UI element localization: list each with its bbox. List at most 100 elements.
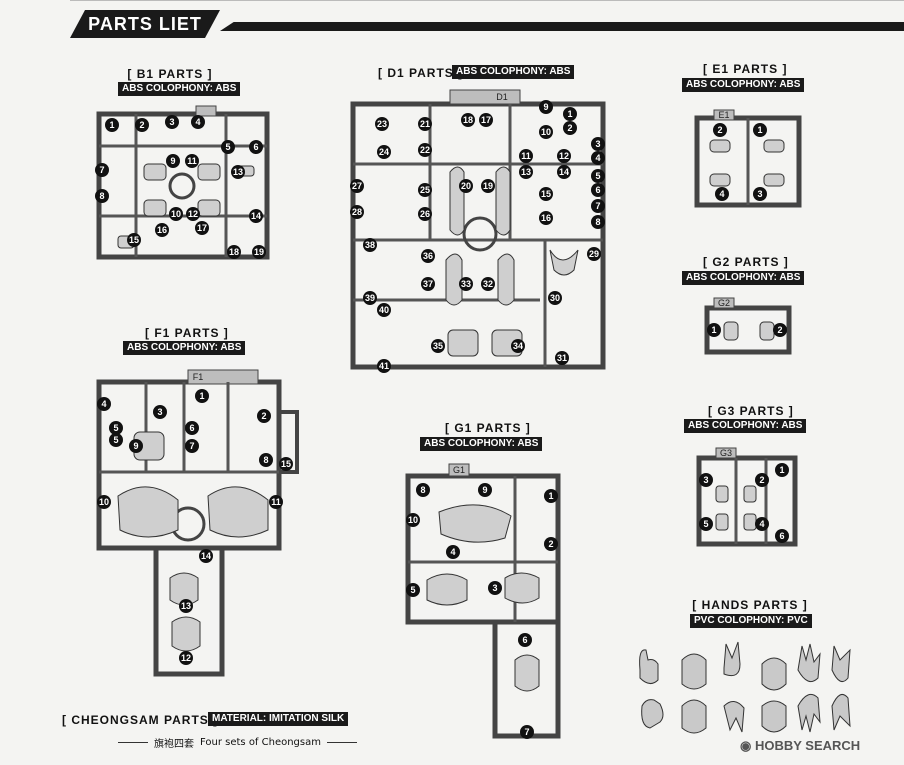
header-bar: PARTS LIET (70, 0, 904, 38)
d1-title: [ D1 PARTS ] (378, 66, 462, 80)
b1-material: ABS COLOPHONY: ABS (118, 82, 241, 96)
svg-text:25: 25 (420, 185, 430, 195)
e1-material: ABS COLOPHONY: ABS (682, 78, 805, 92)
svg-text:37: 37 (423, 279, 433, 289)
svg-text:3: 3 (757, 189, 762, 199)
svg-text:38: 38 (365, 240, 375, 250)
watermark: ◉ HOBBY SEARCH (740, 738, 860, 754)
hands-parts-illustration (639, 641, 851, 734)
svg-text:41: 41 (379, 361, 389, 371)
svg-text:5: 5 (703, 519, 708, 529)
svg-text:10: 10 (171, 209, 181, 219)
svg-text:14: 14 (251, 211, 261, 221)
svg-text:8: 8 (99, 191, 104, 201)
hands-title: [ HANDS PARTS ] (692, 598, 808, 612)
svg-text:18: 18 (463, 115, 473, 125)
svg-text:20: 20 (461, 181, 471, 191)
svg-text:1: 1 (199, 391, 204, 401)
svg-text:6: 6 (595, 185, 600, 195)
svg-text:5: 5 (410, 585, 415, 595)
svg-text:34: 34 (513, 341, 523, 351)
svg-text:3: 3 (703, 475, 708, 485)
f1-material: ABS COLOPHONY: ABS (123, 341, 246, 355)
svg-text:23: 23 (377, 119, 387, 129)
g3-label: G3 PARTS (717, 404, 785, 418)
page-title: PARTS LIET (70, 10, 220, 38)
svg-text:24: 24 (379, 147, 389, 157)
divider (327, 742, 357, 743)
svg-text:17: 17 (481, 115, 491, 125)
svg-text:19: 19 (483, 181, 493, 191)
svg-text:16: 16 (541, 213, 551, 223)
svg-text:14: 14 (201, 551, 211, 561)
cheongsam-material: MATERIAL: IMITATION SILK (208, 712, 349, 726)
svg-text:13: 13 (521, 167, 531, 177)
e1-runner-tag: E1 (718, 110, 729, 120)
g2-label: G2 PARTS (712, 255, 780, 269)
b1-title: [ B1 PARTS ] (127, 67, 213, 81)
g2-title: [ G2 PARTS ] (703, 255, 789, 269)
svg-text:7: 7 (524, 727, 529, 737)
svg-text:5: 5 (113, 423, 118, 433)
d1-label: D1 PARTS (387, 66, 454, 80)
svg-text:15: 15 (129, 235, 139, 245)
g3-runner-tag: G3 (720, 448, 732, 458)
svg-text:6: 6 (779, 531, 784, 541)
svg-text:7: 7 (595, 201, 600, 211)
svg-text:19: 19 (254, 247, 264, 257)
b1-label: B1 PARTS (136, 67, 204, 81)
svg-text:2: 2 (548, 539, 553, 549)
svg-text:11: 11 (271, 497, 281, 507)
svg-text:14: 14 (559, 167, 569, 177)
svg-text:9: 9 (543, 102, 548, 112)
svg-text:15: 15 (541, 189, 551, 199)
svg-text:33: 33 (461, 279, 471, 289)
svg-text:1: 1 (779, 465, 784, 475)
svg-text:1: 1 (567, 109, 572, 119)
svg-text:27: 27 (352, 181, 362, 191)
g2-runner-tag: G2 (718, 298, 730, 308)
svg-text:11: 11 (187, 156, 197, 166)
g1-label: G1 PARTS (454, 421, 522, 435)
cheongsam-subtitle: 旗袍四套 Four sets of Cheongsam (118, 735, 357, 750)
svg-text:10: 10 (99, 497, 109, 507)
g1-runner: G1 8 9 1 10 2 4 5 3 6 7 (405, 463, 561, 739)
svg-text:5: 5 (113, 435, 118, 445)
svg-text:4: 4 (759, 519, 764, 529)
e1-runner: E1 2 1 4 3 (694, 109, 802, 208)
svg-text:1: 1 (711, 325, 716, 335)
svg-text:3: 3 (492, 583, 497, 593)
svg-text:1: 1 (757, 125, 762, 135)
header-top-rule (70, 0, 904, 7)
svg-text:10: 10 (541, 127, 551, 137)
svg-text:10: 10 (408, 515, 418, 525)
svg-text:39: 39 (365, 293, 375, 303)
hands-material: PVC COLOPHONY: PVC (690, 614, 812, 628)
svg-text:40: 40 (379, 305, 389, 315)
svg-text:13: 13 (233, 167, 243, 177)
g1-material: ABS COLOPHONY: ABS (420, 437, 543, 451)
e1-label: E1 PARTS (712, 62, 779, 76)
svg-text:3: 3 (157, 407, 162, 417)
header-rule (220, 22, 904, 31)
svg-text:26: 26 (420, 209, 430, 219)
svg-text:4: 4 (195, 117, 200, 127)
d1-material: ABS COLOPHONY: ABS (452, 65, 575, 79)
svg-text:6: 6 (189, 423, 194, 433)
svg-text:18: 18 (229, 247, 239, 257)
g1-runner-tag: G1 (453, 465, 465, 475)
svg-text:7: 7 (99, 165, 104, 175)
svg-text:16: 16 (157, 225, 167, 235)
svg-text:9: 9 (170, 156, 175, 166)
svg-text:2: 2 (567, 123, 572, 133)
cheongsam-title: [ CHEONGSAM PARTS ] (62, 713, 217, 727)
g3-title: [ G3 PARTS ] (708, 404, 794, 418)
svg-text:29: 29 (589, 249, 599, 259)
svg-text:2: 2 (759, 475, 764, 485)
watermark-text: HOBBY SEARCH (754, 738, 861, 753)
divider (118, 742, 148, 743)
svg-text:4: 4 (595, 153, 600, 163)
svg-text:4: 4 (719, 189, 724, 199)
e1-title: [ E1 PARTS ] (703, 62, 788, 76)
svg-text:30: 30 (550, 293, 560, 303)
